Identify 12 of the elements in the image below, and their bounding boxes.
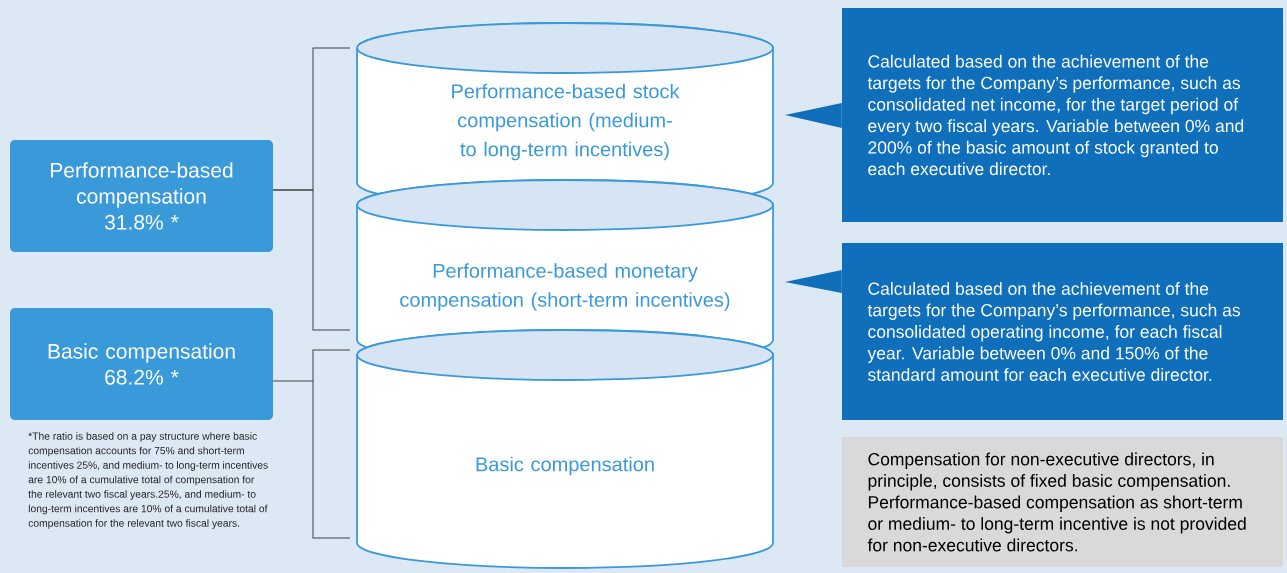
note-box: Compensation for non-executive directors, in principle, consists of fixed basic compensation. Performance-based compensation as short-term or medium- to long-term incentive is not provided for non-executive directors.: [842, 437, 1283, 567]
bracket-line: [272, 189, 351, 331]
callout-pointer: [785, 103, 842, 128]
bracket-line: [272, 349, 351, 539]
callout-pointer: [785, 270, 842, 293]
callout-box: Calculated based on the achievement of the targets for the Company’s performance, such as consolidated operating income, for each fiscal year. Variable between 0% and 150% of the standard amount for each executive director.: [842, 243, 1283, 420]
category-box: Performance-based compensation 31.8% *: [10, 140, 273, 252]
footnote: *The ratio is based on a pay structure where basic compensation accounts for 75% and short-term incentives 25%, and medium- to long-term incentives are 10% of a cumulative total of compensation for the relevant two fiscal years.25%, and medium- to long-term incentives are 10% of a cumulative total of compensation for the relevant two fiscal years.: [28, 432, 268, 529]
node-label: Basic compensation: [476, 456, 654, 476]
category-box: Basic compensation 68.2% *: [10, 308, 273, 420]
callout-box: Calculated based on the achievement of the targets for the Company’s performance, such as consolidated net income, for the target period of every two fiscal years. Variable between 0% and 200% of the basic amount of stock granted to each executive director.: [842, 8, 1283, 222]
cylinder-segment: Basic compensation: [356, 329, 774, 569]
